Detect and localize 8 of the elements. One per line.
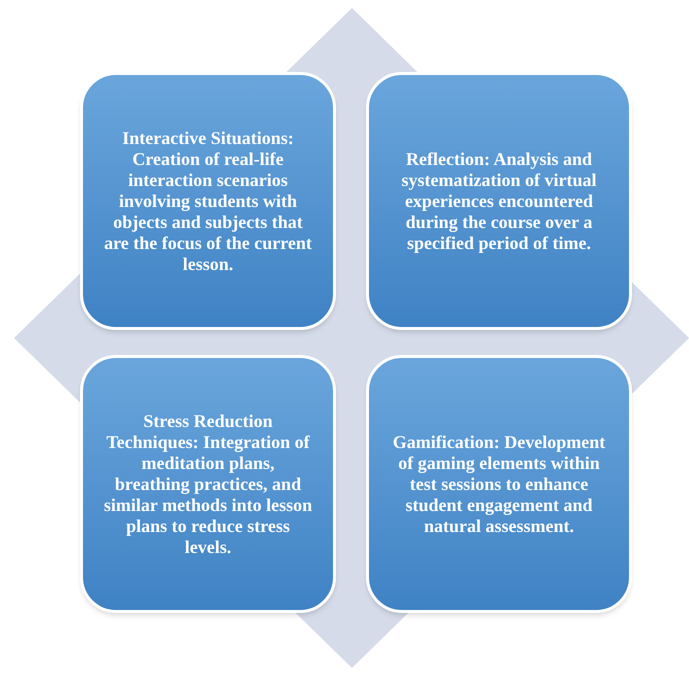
box-text: Interactive Situations: Creation of real-life interaction scenarios involving students with objects and subjects that are the focus of the current lesson.: [103, 128, 313, 274]
box-text: Reflection: Analysis and systematization of virtual experiences encountered during the course over a specified period of time.: [400, 148, 598, 254]
box-text: Gamification: Development of gaming elements within test sessions to enhance student engagement and natural assessment.: [392, 432, 606, 536]
rounded-box: [80, 72, 336, 330]
rounded-box: [366, 72, 632, 330]
rounded-box: [366, 355, 632, 613]
box-text: Stress Reduction Techniques: Integration of meditation plans, breathing practices, and similar methods into lesson plans to reduce stress levels.: [103, 410, 313, 558]
rounded-box: [80, 355, 336, 613]
